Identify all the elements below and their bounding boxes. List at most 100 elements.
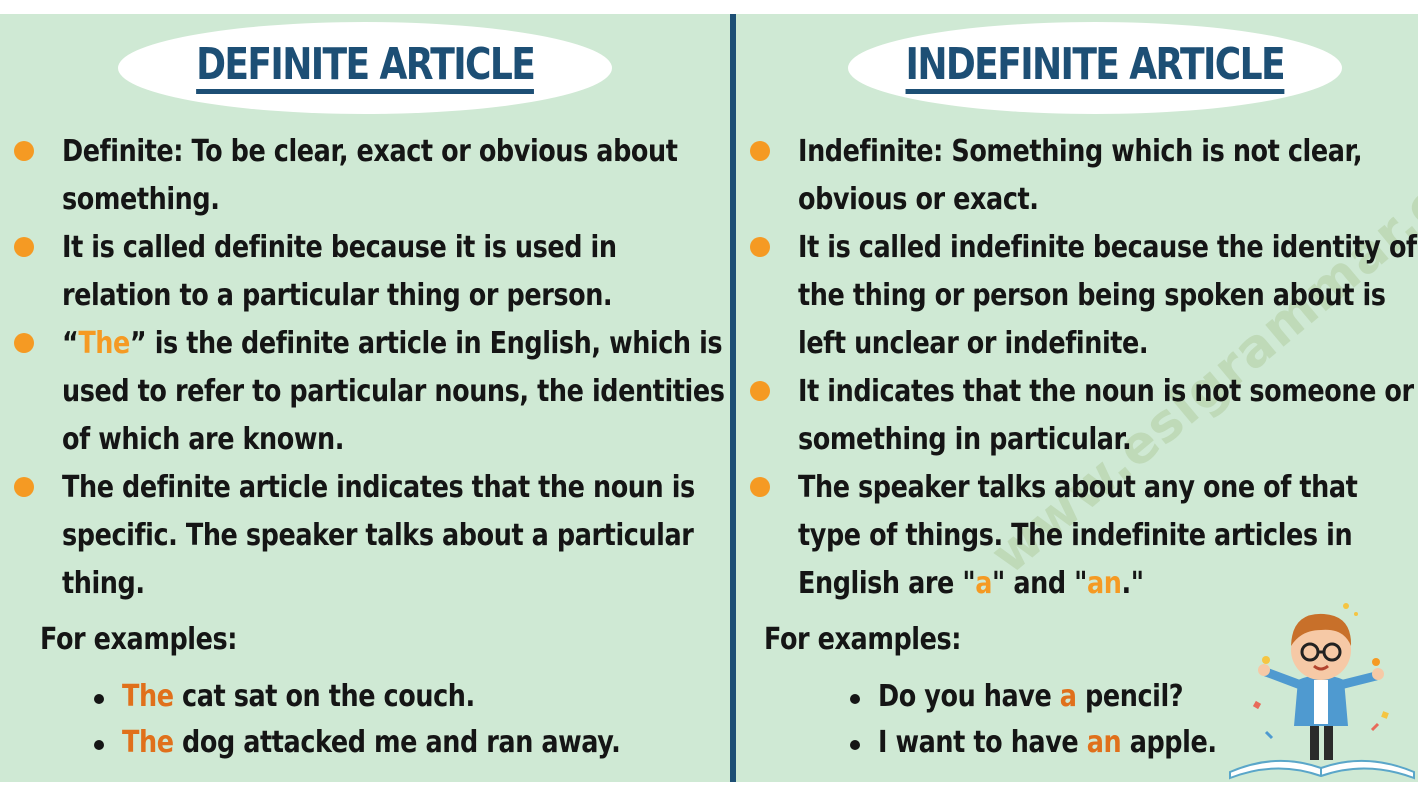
highlighted-article: an bbox=[1086, 725, 1122, 760]
bullet-dot-icon bbox=[850, 740, 860, 750]
definition-bullet: It is called indefinite because the iden… bbox=[736, 224, 1418, 368]
bullet-line: “The” is the definite article in English… bbox=[62, 320, 734, 368]
bullet-line: type of things. The indefinite articles … bbox=[798, 512, 1418, 560]
example-text-segment: Do you have bbox=[878, 679, 1060, 714]
bullet-dot-icon bbox=[750, 477, 770, 497]
example-sentence: The cat sat on the couch. bbox=[122, 674, 620, 720]
bullet-text-segment: It is called indefinite because the iden… bbox=[798, 230, 1417, 265]
definite-article-panel: DEFINITE ARTICLE Definite: To be clear, … bbox=[0, 14, 730, 782]
bullet-text-segment: relation to a particular thing or person… bbox=[62, 278, 613, 313]
bullet-line: the thing or person being spoken about i… bbox=[798, 272, 1418, 320]
bottom-strip bbox=[0, 782, 1418, 797]
examples-list: The cat sat on the couch.The dog attacke… bbox=[92, 674, 708, 766]
title-badge: INDEFINITE ARTICLE bbox=[848, 22, 1342, 114]
title-badge: DEFINITE ARTICLE bbox=[118, 22, 612, 114]
example-item: I want to have an apple. bbox=[848, 720, 1276, 766]
bullet-text-segment: specific. The speaker talks about a part… bbox=[62, 518, 694, 553]
example-item: Do you have a pencil? bbox=[848, 674, 1276, 720]
bullet-dot-icon bbox=[14, 333, 34, 353]
teacher-mascot-illustration bbox=[1229, 603, 1415, 780]
example-text-segment: pencil? bbox=[1076, 679, 1184, 714]
indefinite-article-panel: INDEFINITE ARTICLE Indefinite: Something… bbox=[736, 14, 1418, 782]
example-text-segment: cat sat on the couch. bbox=[173, 679, 475, 714]
bullet-dot-icon bbox=[850, 694, 860, 704]
definition-bullet: Indefinite: Something which is not clear… bbox=[736, 128, 1418, 224]
bullet-dot-icon bbox=[14, 477, 34, 497]
bullet-line: English are "a" and "an." bbox=[798, 560, 1418, 608]
highlighted-article: a bbox=[1059, 679, 1077, 714]
bullet-text-segment: type of things. The indefinite articles … bbox=[798, 518, 1353, 553]
bullet-line: obvious or exact. bbox=[798, 176, 1418, 224]
bullet-text-segment: thing. bbox=[62, 566, 145, 601]
bullet-dot-icon bbox=[750, 141, 770, 161]
bullet-line: It is called definite because it is used… bbox=[62, 224, 734, 272]
bullet-text-segment: It is called definite because it is used… bbox=[62, 230, 617, 265]
bullet-line: The definite article indicates that the … bbox=[62, 464, 734, 512]
bullet-line: used to refer to particular nouns, the i… bbox=[62, 368, 734, 416]
bullet-text-segment: something in particular. bbox=[798, 422, 1132, 457]
bullet-text-segment: It indicates that the noun is not someon… bbox=[798, 374, 1414, 409]
example-text-segment: apple. bbox=[1121, 725, 1217, 760]
example-sentence: Do you have a pencil? bbox=[878, 674, 1217, 720]
definition-bullet: It is called definite because it is used… bbox=[0, 224, 730, 320]
bullet-dot-icon bbox=[14, 141, 34, 161]
bullet-text-segment: something. bbox=[62, 182, 220, 217]
definition-bullet: The definite article indicates that the … bbox=[0, 464, 730, 608]
infographic-background bbox=[0, 14, 1418, 782]
panel-title: DEFINITE ARTICLE bbox=[195, 42, 536, 94]
bullet-dot-icon bbox=[94, 740, 104, 750]
bullet-text-segment: The definite article indicates that the … bbox=[62, 470, 695, 505]
example-item: The dog attacked me and ran away. bbox=[92, 720, 708, 766]
bullet-text-segment: used to refer to particular nouns, the i… bbox=[62, 374, 725, 409]
center-divider bbox=[730, 14, 736, 782]
bullet-text-segment: obvious or exact. bbox=[798, 182, 1039, 217]
examples-label: For examples: bbox=[40, 622, 238, 657]
bullet-line: something. bbox=[62, 176, 734, 224]
bullet-line: The speaker talks about any one of that bbox=[798, 464, 1418, 512]
example-text-segment: dog attacked me and ran away. bbox=[173, 725, 621, 760]
example-sentence: I want to have an apple. bbox=[878, 720, 1217, 766]
definition-list: Definite: To be clear, exact or obvious … bbox=[0, 128, 730, 608]
example-text-segment: I want to have bbox=[878, 725, 1087, 760]
bullet-line: Indefinite: Something which is not clear… bbox=[798, 128, 1418, 176]
definition-bullet: The speaker talks about any one of that t… bbox=[736, 464, 1418, 608]
bullet-text-segment: Definite: To be clear, exact or obvious … bbox=[62, 134, 678, 169]
bullet-line: something in particular. bbox=[798, 416, 1418, 464]
definition-bullet: Definite: To be clear, exact or obvious … bbox=[0, 128, 730, 224]
bullet-line: relation to a particular thing or person… bbox=[62, 272, 734, 320]
example-item: The cat sat on the couch. bbox=[92, 674, 708, 720]
bullet-line: Definite: To be clear, exact or obvious … bbox=[62, 128, 734, 176]
example-sentence: The dog attacked me and ran away. bbox=[122, 720, 621, 766]
bullet-line: It indicates that the noun is not someon… bbox=[798, 368, 1418, 416]
highlighted-article: an bbox=[1087, 566, 1122, 601]
bullet-text-segment: left unclear or indefinite. bbox=[798, 326, 1149, 361]
bullet-dot-icon bbox=[14, 237, 34, 257]
bullet-text-segment: English are " bbox=[798, 566, 976, 601]
bullet-line: left unclear or indefinite. bbox=[798, 320, 1418, 368]
bullet-text-segment: of which are known. bbox=[62, 422, 345, 457]
bullet-dot-icon bbox=[94, 694, 104, 704]
highlighted-article: The bbox=[122, 679, 174, 714]
panel-title: INDEFINITE ARTICLE bbox=[905, 42, 1286, 94]
bullet-text-segment: Indefinite: Something which is not clear… bbox=[798, 134, 1363, 169]
bullet-line: It is called indefinite because the iden… bbox=[798, 224, 1418, 272]
bullet-text-segment: the thing or person being spoken about i… bbox=[798, 278, 1386, 313]
bullet-text-segment: The speaker talks about any one of that bbox=[798, 470, 1358, 505]
definition-bullet: It indicates that the noun is not someon… bbox=[736, 368, 1418, 464]
examples-list: Do you have a pencil?I want to have an a… bbox=[848, 674, 1276, 766]
bullet-line: specific. The speaker talks about a part… bbox=[62, 512, 734, 560]
definition-bullet: “The” is the definite article in English… bbox=[0, 320, 730, 464]
bullet-line: of which are known. bbox=[62, 416, 734, 464]
bullet-text-segment: ” is the definite article in English, wh… bbox=[129, 326, 723, 361]
bullet-dot-icon bbox=[750, 237, 770, 257]
bullet-line: thing. bbox=[62, 560, 734, 608]
definition-list: Indefinite: Something which is not clear… bbox=[736, 128, 1418, 608]
highlighted-article: The bbox=[122, 725, 174, 760]
highlighted-article: The bbox=[78, 326, 130, 361]
bullet-dot-icon bbox=[750, 381, 770, 401]
bullet-text-segment: ." bbox=[1121, 566, 1145, 601]
examples-label: For examples: bbox=[764, 622, 962, 657]
bullet-text-segment: “ bbox=[62, 326, 79, 361]
highlighted-article: a bbox=[975, 566, 993, 601]
bullet-text-segment: " and " bbox=[992, 566, 1087, 601]
